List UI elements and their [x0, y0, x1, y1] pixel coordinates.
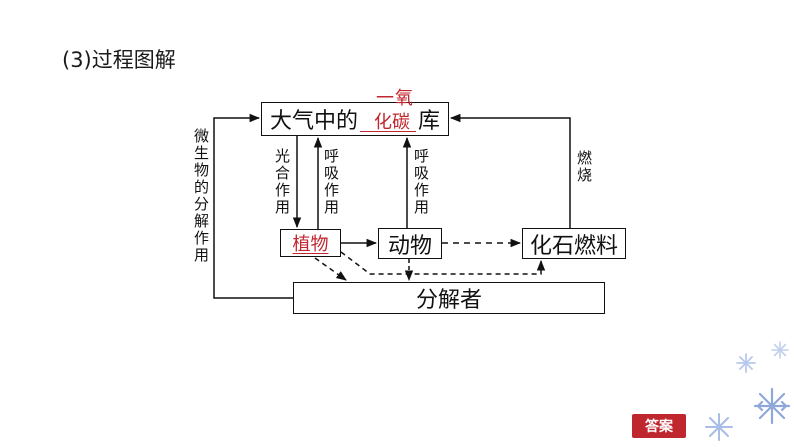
snowflake-icon: [705, 413, 733, 441]
node-atmosphere: 大气中的 库: [261, 102, 449, 136]
label-plant-respiration: 呼吸作用: [323, 147, 339, 216]
fossil-fuels-label: 化石燃料: [529, 233, 618, 259]
label-photosynthesis: 光合作用: [274, 147, 290, 216]
label-animal-respiration: 呼吸作用: [413, 147, 429, 216]
answer-text-bottom: 化碳: [374, 112, 410, 133]
arrow-combustion: [449, 113, 571, 228]
animals-label: 动物: [387, 233, 432, 259]
answer-blank: [360, 107, 416, 132]
snowflake-icon: [753, 387, 791, 425]
snowflake-icon: [736, 353, 756, 373]
node-fossil-fuels: 化石燃料: [522, 228, 626, 259]
node-decomposers: 分解者: [293, 282, 605, 314]
arrow-plants-to-decomposers: [314, 257, 347, 281]
node-plants: 植物: [280, 229, 341, 257]
section-heading: (3)过程图解: [62, 48, 176, 72]
node-animals: 动物: [378, 228, 442, 259]
answer-text-top: 一氧: [376, 88, 414, 109]
arrow-decomposition: [213, 113, 293, 299]
answer-button[interactable]: 答案: [632, 414, 686, 438]
decomposers-label: 分解者: [415, 288, 482, 313]
snowflake-icon: [771, 341, 789, 359]
label-combustion: 燃烧: [576, 149, 592, 184]
arrow-plants-to-fossil: [340, 251, 546, 275]
plants-label: 植物: [292, 234, 329, 255]
label-microbial-decomposition: 微生物的分解作用: [193, 127, 209, 264]
atmosphere-prefix: 大气中的: [269, 109, 358, 134]
atmosphere-suffix: 库: [418, 109, 441, 134]
